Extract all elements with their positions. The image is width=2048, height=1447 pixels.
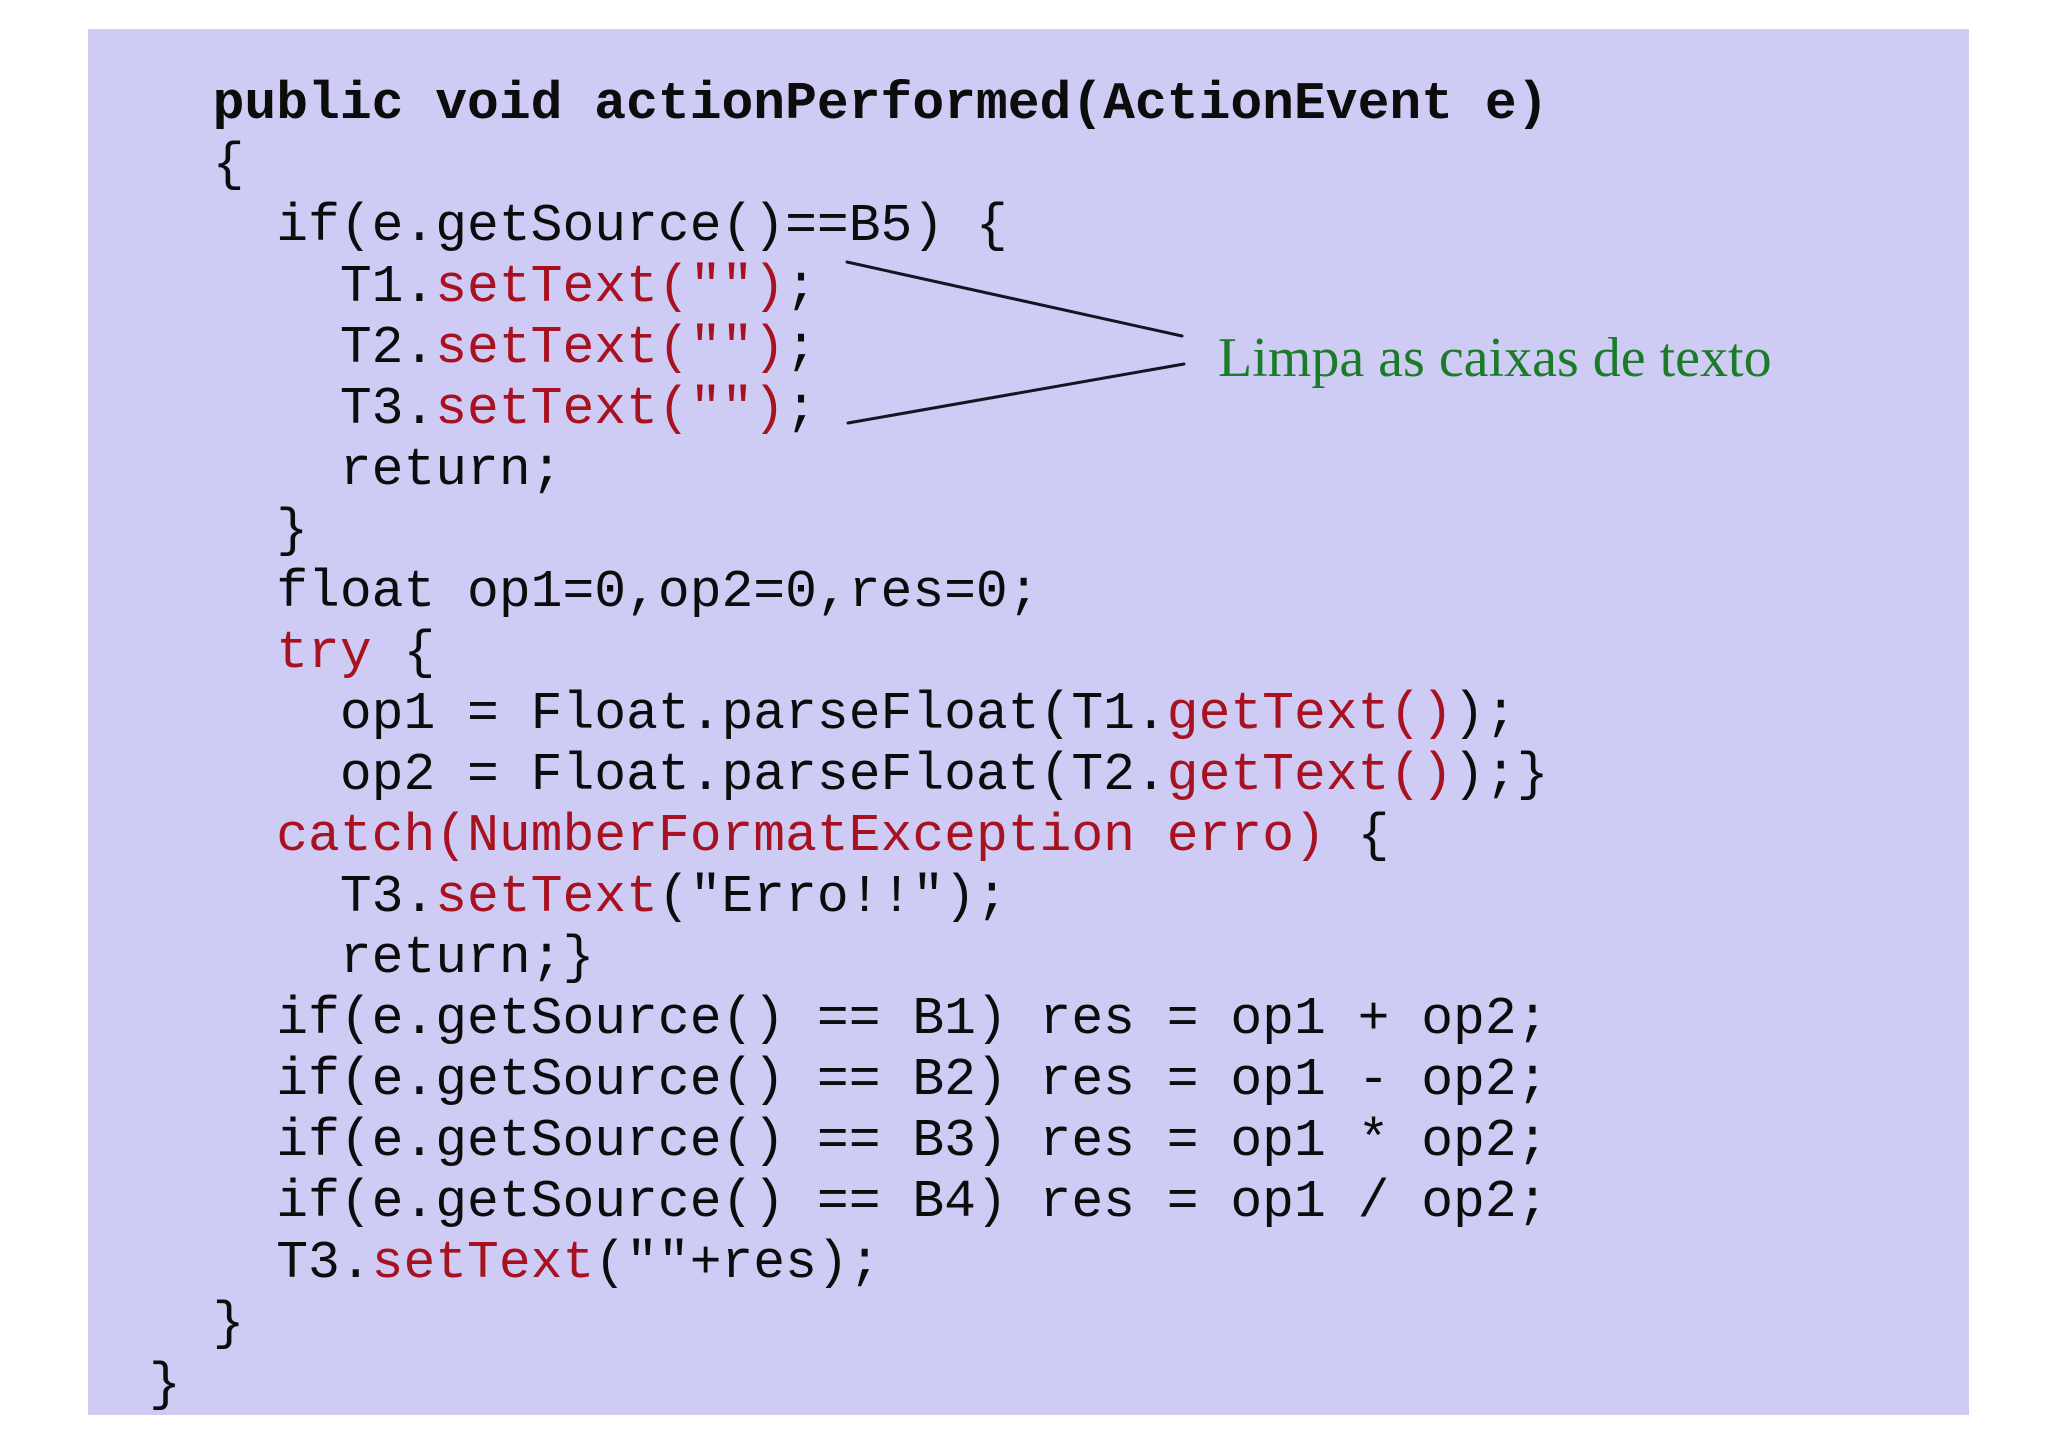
annotation-text: Limpa as caixas de texto	[1218, 327, 1772, 389]
code-line: }	[149, 1355, 181, 1415]
code-line: {	[149, 135, 245, 195]
code-line: T3.setText("");	[149, 379, 817, 439]
code-line: return;	[149, 440, 563, 500]
code-block: public void actionPerformed(ActionEvent …	[149, 74, 1548, 1416]
code-line: T3.setText(""+res);	[149, 1233, 881, 1293]
code-line: if(e.getSource()==B5) {	[149, 196, 1008, 256]
code-line: if(e.getSource() == B2) res = op1 - op2;	[149, 1050, 1549, 1110]
code-line: float op1=0,op2=0,res=0;	[149, 562, 1040, 622]
code-line: public void actionPerformed(ActionEvent …	[149, 74, 1549, 134]
code-line: try {	[276, 623, 436, 683]
code-line: op2 = Float.parseFloat(T2.getText());}	[149, 745, 1549, 805]
code-line: catch(NumberFormatException erro) {	[276, 806, 1390, 866]
code-line: }	[149, 1294, 245, 1354]
code-line: return;}	[149, 928, 595, 988]
code-line: op1 = Float.parseFloat(T1.getText());	[149, 684, 1517, 744]
code-line: T3.setText("Erro!!");	[149, 867, 1008, 927]
code-panel: public void actionPerformed(ActionEvent …	[88, 29, 1969, 1415]
code-line: if(e.getSource() == B1) res = op1 + op2;	[149, 989, 1549, 1049]
code-line: if(e.getSource() == B4) res = op1 / op2;	[149, 1172, 1549, 1232]
code-line: T2.setText("");	[149, 318, 817, 378]
code-line: }	[149, 501, 309, 561]
code-line: if(e.getSource() == B3) res = op1 * op2;	[149, 1111, 1549, 1171]
code-line: T1.setText("");	[149, 257, 817, 317]
